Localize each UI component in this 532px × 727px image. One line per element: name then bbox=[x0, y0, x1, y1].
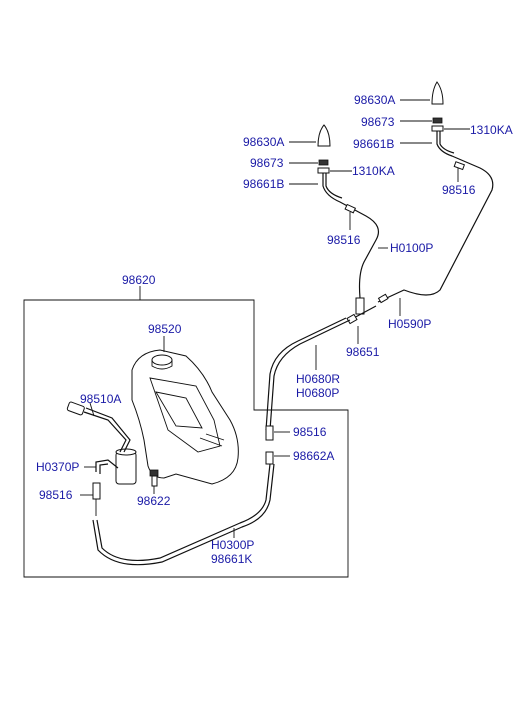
label-1310ka-right: 1310KA bbox=[470, 123, 513, 137]
label-1310ka-left: 1310KA bbox=[352, 164, 395, 178]
label-98620: 98620 bbox=[122, 273, 156, 287]
label-98520: 98520 bbox=[148, 322, 182, 336]
reservoir-assembly-box bbox=[23, 299, 349, 578]
nozzle-right-icon bbox=[431, 81, 444, 105]
label-98516-lower: 98516 bbox=[39, 488, 73, 502]
label-98661k: 98661K bbox=[211, 552, 252, 566]
label-98661b-left: 98661B bbox=[243, 177, 284, 191]
label-h0300p: H0300P bbox=[211, 538, 254, 552]
packing-right-icon bbox=[432, 117, 443, 124]
hose-h0300p bbox=[96, 463, 271, 561]
nozzle-left-icon bbox=[317, 124, 331, 147]
label-h0680r: H0680R bbox=[296, 372, 340, 386]
clip-left-icon bbox=[317, 167, 330, 174]
reservoir-cap bbox=[151, 354, 173, 366]
label-98673-right: 98673 bbox=[361, 115, 395, 129]
label-98662a: 98662A bbox=[293, 449, 334, 463]
label-98516-right: 98516 bbox=[442, 183, 476, 197]
packing-left-icon bbox=[318, 159, 329, 166]
label-98630a-left: 98630A bbox=[243, 135, 284, 149]
label-h0590p: H0590P bbox=[388, 317, 431, 331]
hose-h0680 bbox=[269, 319, 351, 431]
label-98516-box: 98516 bbox=[293, 425, 327, 439]
grommet-icon bbox=[149, 469, 159, 477]
label-h0100p: H0100P bbox=[390, 241, 433, 255]
connector-right-icon bbox=[453, 161, 466, 171]
connector-mid-icon bbox=[344, 203, 357, 214]
label-98673-left: 98673 bbox=[250, 156, 284, 170]
label-98661b-right: 98661B bbox=[353, 137, 394, 151]
label-98510a: 98510A bbox=[80, 392, 121, 406]
label-h0370p: H0370P bbox=[36, 460, 79, 474]
label-98622: 98622 bbox=[137, 494, 171, 508]
reservoir-tank bbox=[131, 349, 239, 485]
hose-right-upper bbox=[377, 131, 494, 303]
label-h0680p: H0680P bbox=[296, 386, 339, 400]
label-98651: 98651 bbox=[346, 345, 380, 359]
label-98630a-right: 98630A bbox=[354, 93, 395, 107]
pump-icon bbox=[115, 451, 137, 485]
connector-box-icon bbox=[265, 425, 274, 441]
hose-h0370p-icon bbox=[95, 459, 119, 472]
pump-wire bbox=[83, 411, 127, 453]
label-98516-mid: 98516 bbox=[327, 233, 361, 247]
clip-right-icon bbox=[431, 125, 444, 132]
connector-lower-icon bbox=[92, 482, 101, 500]
hose-left-upper bbox=[322, 173, 379, 299]
